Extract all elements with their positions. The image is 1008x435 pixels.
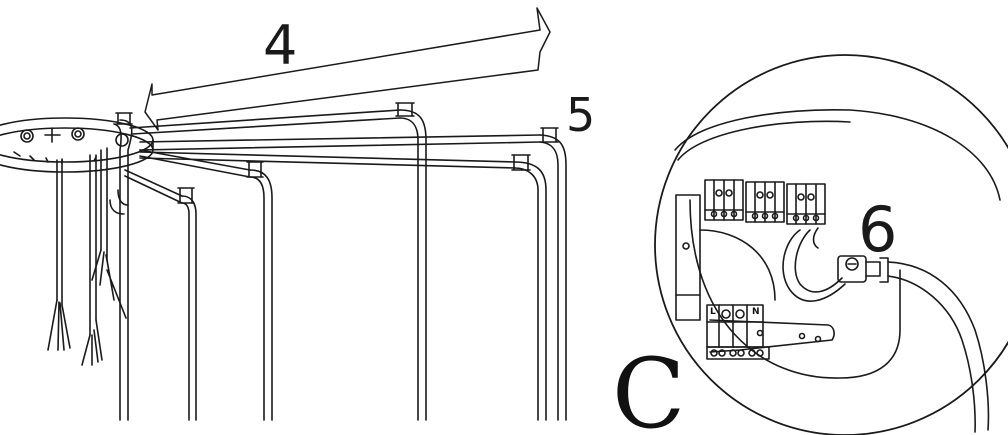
cable-clip-icon	[246, 161, 264, 178]
cable-clip-icon	[540, 127, 559, 143]
terminal-label-n: N	[752, 307, 760, 317]
terminal-block-icon	[704, 179, 744, 221]
cable-clip-icon	[395, 102, 415, 117]
detail-view-circle	[654, 54, 1008, 435]
detail-letter: C	[612, 338, 685, 435]
callout-4: 4	[263, 14, 297, 77]
screw-icon	[845, 257, 859, 271]
radiating-cables	[109, 109, 567, 421]
external-cable	[887, 261, 990, 433]
terminal-block-icon	[745, 181, 785, 223]
hub-cable-bundle	[47, 147, 127, 366]
cable-clip-icon	[177, 187, 195, 204]
callout-5: 5	[566, 88, 595, 142]
callout-6: 6	[858, 193, 897, 266]
terminal-row	[706, 346, 770, 360]
direction-arrow-icon	[144, 7, 551, 131]
cable-clip-icon	[511, 154, 531, 171]
wire-loop	[782, 227, 846, 302]
terminal-block-icon	[786, 183, 826, 225]
terminal-label-l: L	[710, 307, 716, 317]
cable-clip-icon	[115, 112, 133, 125]
cable-gland	[837, 255, 889, 283]
